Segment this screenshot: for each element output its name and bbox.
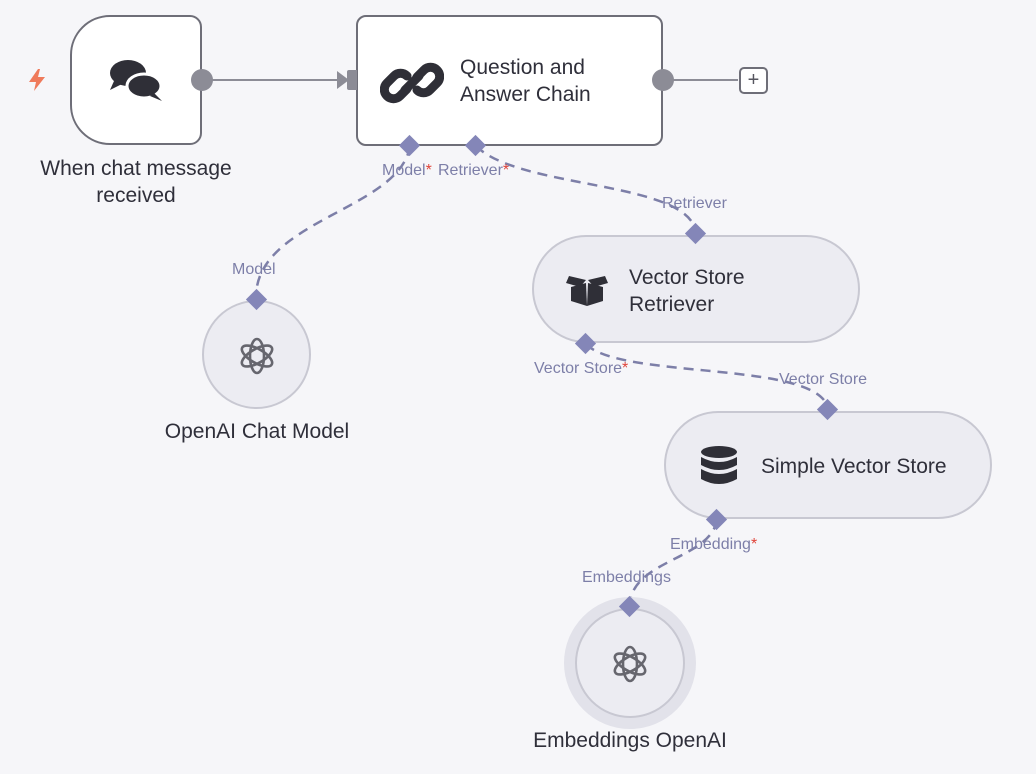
node-qa-chain-title: Question and Answer Chain	[460, 56, 591, 106]
connection-model[interactable]	[254, 145, 412, 299]
node-vector-store-retriever[interactable]: Vector Store Retriever	[532, 235, 860, 343]
qa-chain-retriever-port-label: Retriever*	[438, 162, 510, 179]
database-icon	[701, 446, 737, 484]
vector-store-embedding-port-label: Embedding*	[670, 536, 758, 553]
node-embeddings-openai-label: Embeddings OpenAI	[533, 729, 727, 752]
qa-chain-output-port[interactable]	[652, 69, 674, 91]
node-openai-chat-model-label: OpenAI Chat Model	[164, 420, 350, 443]
chat-bubbles-icon	[110, 60, 163, 101]
retriever-input-port-label: Retriever	[662, 195, 727, 212]
open-box-icon	[566, 276, 608, 306]
add-node-button[interactable]: +	[739, 67, 768, 94]
node-qa-chain[interactable]: Question and Answer Chain	[356, 15, 663, 146]
chat-model-port-label: Model	[232, 261, 276, 278]
node-simple-vector-store[interactable]: Simple Vector Store	[664, 411, 992, 519]
openai-icon	[240, 337, 274, 375]
embeddings-output-port-label: Embeddings	[582, 569, 671, 586]
lightning-bolt-icon	[29, 69, 45, 91]
node-chat-trigger-label: When chat message received	[40, 157, 232, 207]
connection-embedding[interactable]	[628, 519, 719, 607]
connection-vector-store[interactable]	[585, 343, 830, 410]
retriever-vector-store-port-label: Vector Store*	[534, 360, 629, 377]
connection-arrowhead	[337, 71, 349, 89]
trigger-output-port[interactable]	[191, 69, 213, 91]
node-simple-vector-store-title: Simple Vector Store	[761, 455, 947, 478]
node-chat-trigger[interactable]	[70, 15, 202, 145]
vector-store-input-port-label: Vector Store	[779, 371, 868, 388]
node-vector-store-retriever-title: Vector Store Retriever	[629, 266, 745, 316]
qa-chain-input-port[interactable]	[347, 70, 357, 90]
node-openai-chat-model[interactable]	[202, 300, 311, 409]
node-embeddings-openai[interactable]	[575, 608, 685, 718]
openai-icon	[613, 645, 647, 683]
link-chain-icon	[380, 62, 444, 104]
connection-retriever[interactable]	[475, 145, 698, 234]
qa-chain-model-port-label: Model*	[382, 162, 432, 179]
